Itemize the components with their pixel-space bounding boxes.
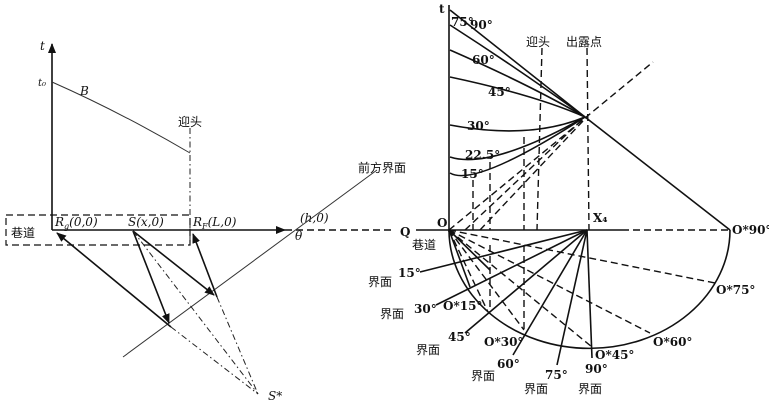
- interface-90: [586, 229, 593, 359]
- mirror-15: [448, 229, 489, 313]
- front-interface-line: [122, 169, 378, 358]
- image-label-o15: O*15°: [443, 299, 482, 313]
- interface-45: [464, 229, 588, 334]
- image-label-o45: O*45°: [595, 348, 634, 362]
- heading-label: 迎头: [178, 115, 202, 129]
- fan-label-60: 60°: [497, 357, 520, 371]
- mirror-45: [448, 229, 593, 348]
- image-source-label: S*: [268, 389, 282, 403]
- ray-p1-rg: [56, 232, 172, 328]
- mirror-30: [448, 229, 525, 331]
- origin-label: O: [437, 216, 447, 230]
- ray-s-p2: [132, 230, 215, 296]
- image-locus-arc: [448, 229, 731, 350]
- curve-30: [449, 116, 586, 132]
- rg-label: Rg(0,0): [54, 215, 98, 231]
- ray-dash-2: [479, 120, 584, 231]
- fan-label-30: 30°: [414, 302, 437, 316]
- curve-label-22-5: 22.5°: [465, 148, 500, 162]
- t-axis-right-label: t: [439, 2, 445, 16]
- curve-75: [449, 24, 586, 118]
- x4-label: X₄: [593, 211, 608, 225]
- curve-label-45: 45°: [488, 85, 511, 99]
- interface-label-30: 界面: [380, 307, 404, 321]
- image-label-o90: O*90°: [732, 223, 769, 237]
- line-to-o90: [584, 116, 731, 231]
- interface-label-75: 界面: [524, 382, 548, 396]
- image-label-o30: O*30°: [484, 335, 523, 349]
- curve-label-30: 30°: [467, 119, 490, 133]
- q-label: Q: [400, 225, 410, 239]
- image-label-o60: O*60°: [653, 335, 692, 349]
- t0-label: t₀: [38, 78, 46, 89]
- interface-75: [556, 229, 588, 366]
- front-interface-label: 前方界面: [358, 160, 406, 175]
- curve-label-90: 90°: [470, 18, 493, 32]
- mirror-60: [448, 229, 651, 334]
- interface-60: [512, 229, 588, 356]
- heading-label-right: 迎头: [526, 35, 550, 49]
- heading-line-right: [536, 47, 543, 231]
- diagonal-dashed: [448, 61, 654, 231]
- outcrop-label: 出露点: [566, 35, 602, 49]
- source-label: S(x,0): [128, 215, 164, 229]
- curve-b-label: B: [79, 84, 89, 98]
- mirror-p1-sstar: [170, 326, 259, 395]
- interface-label-45: 界面: [416, 343, 440, 357]
- fan-label-75: 75°: [545, 368, 568, 382]
- normal-ray-1: [448, 229, 471, 288]
- interface-label-60: 界面: [471, 369, 495, 383]
- image-label-o75: O*75°: [716, 283, 755, 297]
- mirror-75: [448, 229, 716, 284]
- left-diagram: t t₀ B 迎头 巷道 Rg(0,0) S(x,0) RF(L,0) (h,0…: [5, 39, 406, 403]
- interface-label-90: 界面: [578, 382, 602, 396]
- ray-p2-rf: [192, 233, 218, 298]
- interface-30: [435, 229, 588, 306]
- outcrop-line: [586, 47, 590, 231]
- traveltime-curve-b: [51, 81, 191, 154]
- t-axis-label: t: [40, 39, 45, 53]
- rf-label: RF(L,0): [192, 215, 237, 231]
- theta-label: θ: [295, 229, 303, 243]
- curve-label-15: 15°: [461, 167, 484, 181]
- ray-s-p1: [132, 230, 170, 324]
- curve-45: [449, 76, 586, 118]
- interface-label-15: 界面: [368, 275, 392, 289]
- right-diagram: t O Q 巷道 X₄ 迎头 出露点 90° 75° 60° 45° 30° 2…: [368, 2, 769, 396]
- interface-15: [419, 229, 588, 273]
- fan-label-90: 90°: [585, 362, 608, 376]
- fan-label-45: 45°: [448, 330, 471, 344]
- mirror-s-sstar: [132, 230, 259, 395]
- tunnel-label: 巷道: [11, 226, 35, 240]
- curve-60: [449, 49, 586, 118]
- tunnel-label-right: 巷道: [412, 238, 436, 252]
- normal-ray-2: [448, 229, 491, 271]
- curve-15: [449, 116, 586, 177]
- curve-90: [449, 9, 586, 118]
- mirror-p2-sstar: [216, 296, 259, 395]
- curve-22-5: [449, 116, 586, 161]
- curve-label-60: 60°: [472, 53, 495, 67]
- ray-dash-1: [464, 118, 584, 231]
- curve-label-75: 75°: [451, 15, 474, 29]
- fan-label-15: 15°: [398, 266, 421, 280]
